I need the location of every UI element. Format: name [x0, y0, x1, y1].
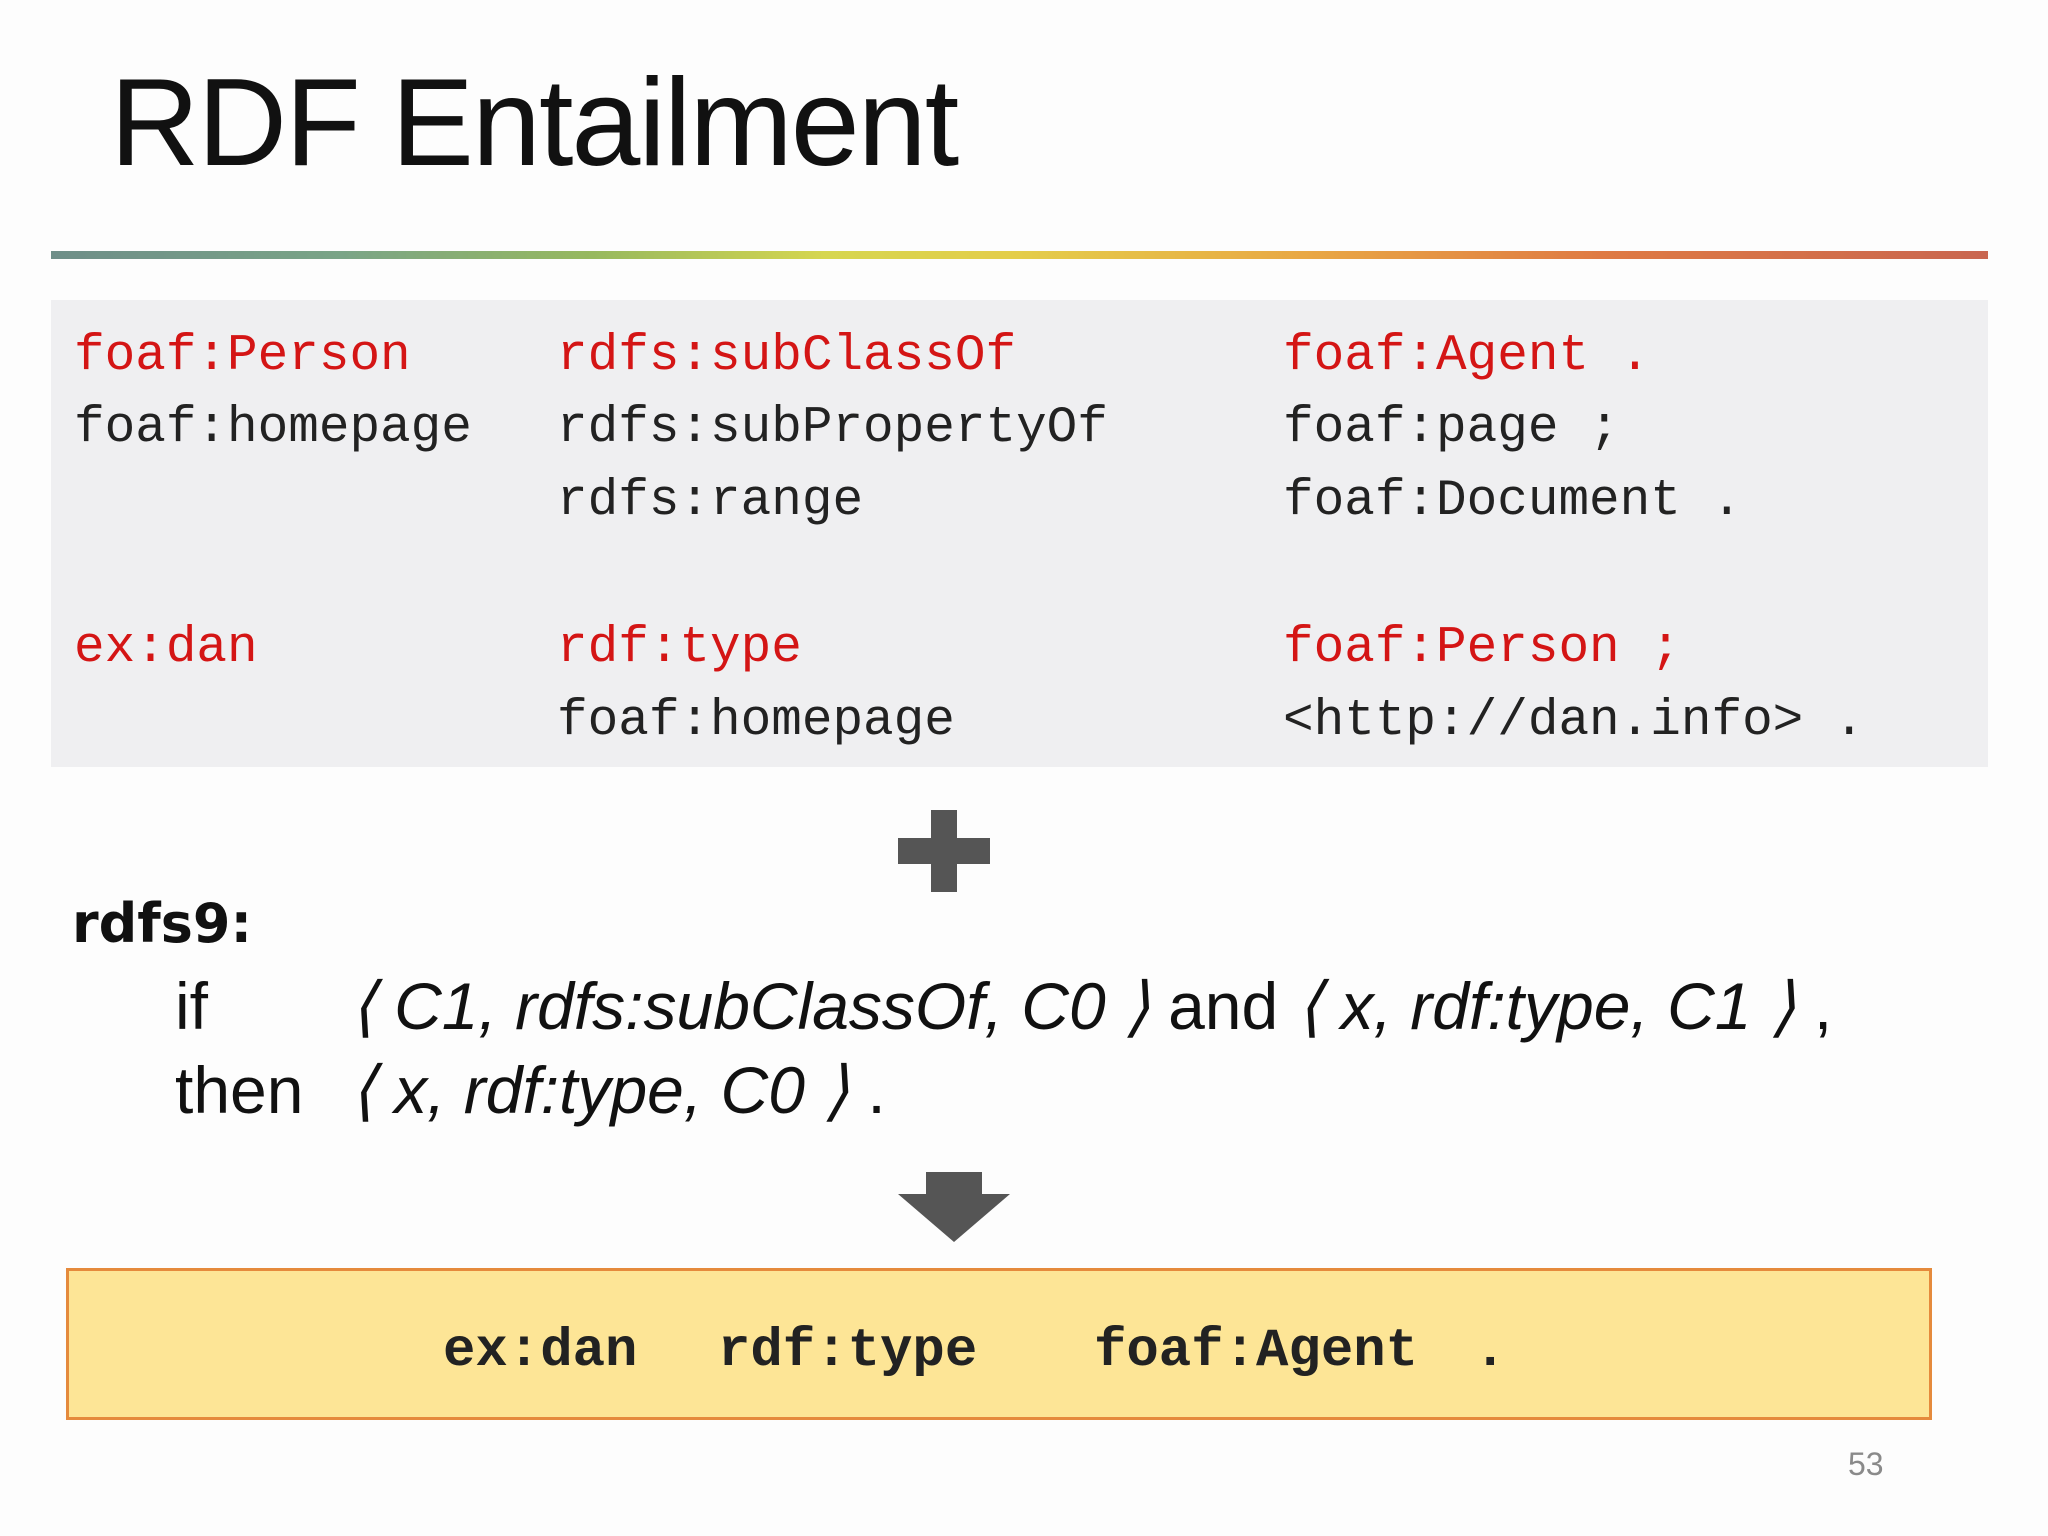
triple-1-subject: foaf:Person: [74, 328, 411, 385]
triple-1-predicate: rdfs:subClassOf: [557, 328, 1017, 385]
title-divider: [51, 251, 1988, 259]
rule-conclusion: ⟨ x, rdf:type, C0 ⟩: [350, 1053, 849, 1127]
rule-name: rdfs9:: [72, 892, 253, 955]
rule-premise-end: ,: [1795, 969, 1833, 1043]
result-object: foaf:Agent: [1094, 1321, 1419, 1382]
result-subject: ex:dan: [443, 1321, 638, 1382]
result-end: .: [1474, 1321, 1507, 1382]
triple-5-predicate: foaf:homepage: [557, 693, 955, 750]
triple-5-object: <http://dan.info> .: [1283, 693, 1865, 750]
entailed-triple-box: [66, 1268, 1932, 1420]
rule-if-line: if ⟨ C1, rdfs:subClassOf, C0 ⟩ and ⟨ x, r…: [175, 968, 1832, 1045]
triple-2-object: foaf:page ;: [1283, 400, 1620, 457]
down-arrow-icon: [898, 1172, 1010, 1242]
rule-conclusion-end: .: [849, 1053, 886, 1127]
plus-icon: [898, 810, 990, 892]
triple-2-subject: foaf:homepage: [74, 400, 472, 457]
triple-1-object: foaf:Agent .: [1283, 328, 1651, 385]
rdf-graph-box: [51, 300, 1988, 767]
result-predicate: rdf:type: [718, 1321, 978, 1382]
rule-premise-2: ⟨ x, rdf:type, C1 ⟩: [1296, 969, 1796, 1043]
then-keyword: then: [175, 1053, 304, 1127]
triple-4-object: foaf:Person ;: [1283, 620, 1681, 677]
rule-then-line: then ⟨ x, rdf:type, C0 ⟩ .: [175, 1052, 886, 1129]
if-keyword: if: [175, 969, 208, 1043]
triple-3-object: foaf:Document .: [1283, 473, 1743, 530]
and-keyword: and: [1168, 969, 1279, 1043]
page-number: 53: [1848, 1446, 1884, 1482]
triple-3-predicate: rdfs:range: [557, 473, 864, 530]
triple-4-subject: ex:dan: [74, 620, 258, 677]
triple-4-predicate: rdf:type: [557, 620, 802, 677]
rule-premise-1: ⟨ C1, rdfs:subClassOf, C0 ⟩: [350, 969, 1150, 1043]
triple-2-predicate: rdfs:subPropertyOf: [557, 400, 1108, 457]
slide-title: RDF Entailment: [110, 54, 959, 192]
